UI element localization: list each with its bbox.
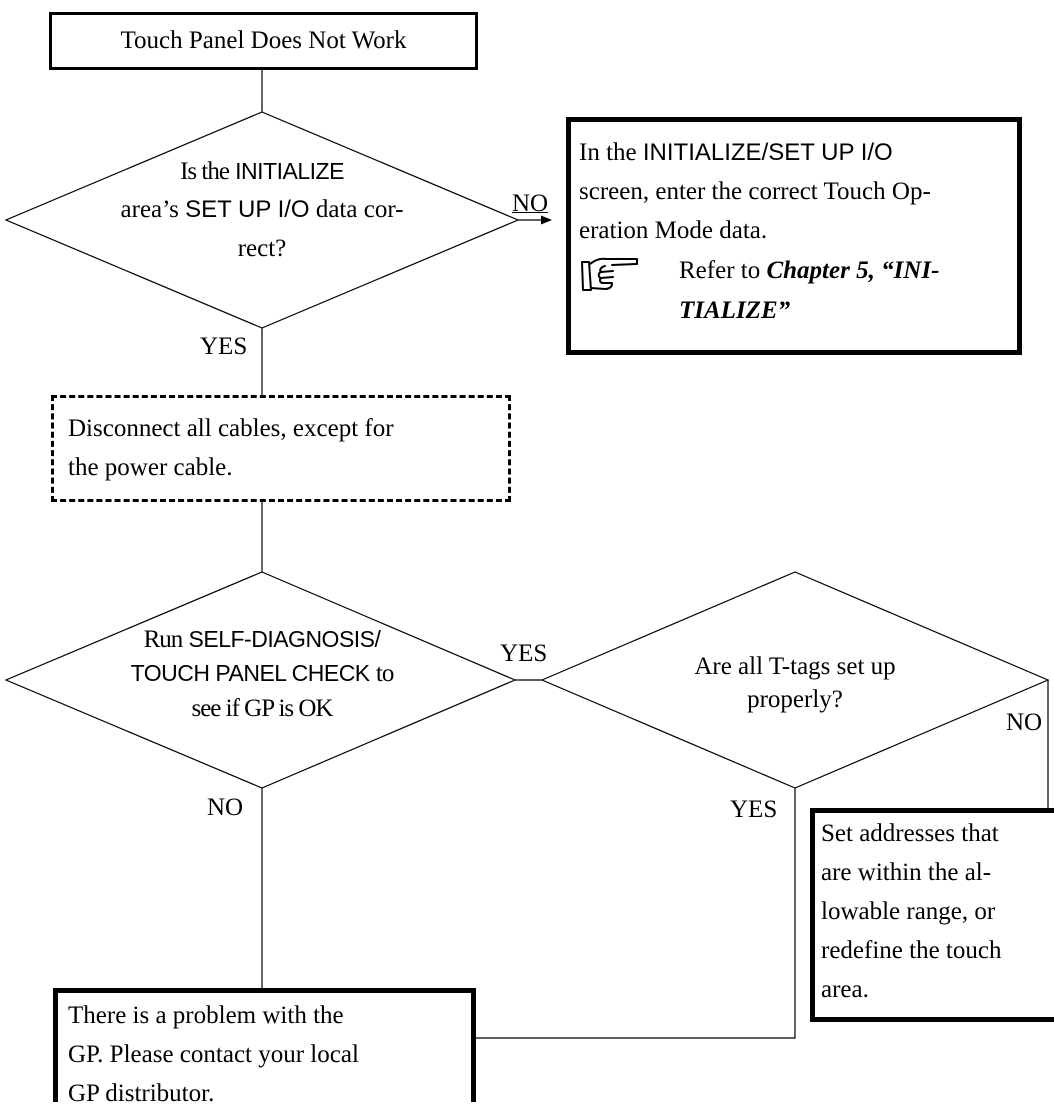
q-selfdiag-text: Run SELF-DIAGNOSIS/ TOUCH PANEL CHECK to… bbox=[60, 622, 464, 742]
edge-label-yes: YES bbox=[730, 796, 778, 823]
contact-distributor-box: There is a problem with the GP. Please c… bbox=[53, 988, 476, 1107]
set-addresses-line5: area. bbox=[821, 976, 869, 1003]
q-ttags-line1: Are all T-tags set up bbox=[694, 653, 896, 680]
set-addresses-line2: are within the al- bbox=[821, 859, 992, 886]
fix-initialize-ref-line1: Refer to Chapter 5, “INI- bbox=[679, 257, 940, 284]
q-ttags-line2: properly? bbox=[747, 686, 843, 713]
edge-label-yes: YES bbox=[500, 640, 548, 667]
set-addresses-line1: Set addresses that bbox=[821, 820, 999, 847]
disconnect-line1: Disconnect all cables, except for bbox=[68, 415, 394, 442]
q-initialize-line2: area’s SET UP I/O data cor- bbox=[120, 196, 404, 223]
arrowhead bbox=[541, 215, 552, 225]
pointing-hand-icon bbox=[581, 257, 638, 291]
connector-q3-yes bbox=[476, 788, 796, 1039]
q-initialize-line1: Is the INITIALIZE bbox=[180, 158, 344, 185]
edge-label-no: NO bbox=[512, 190, 549, 217]
fix-initialize-box: In the INITIALIZE/SET UP I/O screen, ent… bbox=[566, 117, 1022, 355]
start-box: Touch Panel Does Not Work bbox=[49, 12, 478, 70]
fix-initialize-ref-line2: TIALIZE” bbox=[679, 297, 791, 324]
disconnect-line2: the power cable. bbox=[68, 454, 233, 481]
edge-label-no: NO bbox=[207, 794, 244, 821]
q-selfdiag-line2: TOUCH PANEL CHECK to bbox=[130, 660, 395, 687]
start-label: Touch Panel Does Not Work bbox=[120, 27, 407, 54]
q-initialize-text: Is the INITIALIZE area’s SET UP I/O data… bbox=[60, 154, 464, 290]
set-addresses-line3: lowable range, or bbox=[821, 898, 996, 925]
contact-line2: GP. Please contact your local bbox=[68, 1041, 359, 1068]
q-ttags-text: Are all T-tags set up properly? bbox=[610, 650, 980, 730]
contact-line3: GP distributor. bbox=[68, 1080, 215, 1107]
q-selfdiag-line3: see if GP is OK bbox=[191, 695, 333, 722]
set-addresses-line4: redefine the touch bbox=[821, 937, 1002, 964]
fix-initialize-line3: eration Mode data. bbox=[579, 217, 768, 244]
disconnect-box: Disconnect all cables, except for the po… bbox=[51, 395, 511, 502]
fix-initialize-line1: In the INITIALIZE/SET UP I/O bbox=[579, 139, 893, 166]
edge-label-no: NO bbox=[1006, 709, 1043, 736]
q-initialize-line3: rect? bbox=[237, 235, 287, 262]
q-selfdiag-line1: Run SELF-DIAGNOSIS/ bbox=[143, 626, 381, 653]
edge-label-yes: YES bbox=[200, 333, 248, 360]
set-addresses-box: Set addresses that are within the al- lo… bbox=[810, 808, 1054, 1022]
fix-initialize-line2: screen, enter the correct Touch Op- bbox=[579, 178, 931, 205]
contact-line1: There is a problem with the bbox=[68, 1002, 344, 1029]
